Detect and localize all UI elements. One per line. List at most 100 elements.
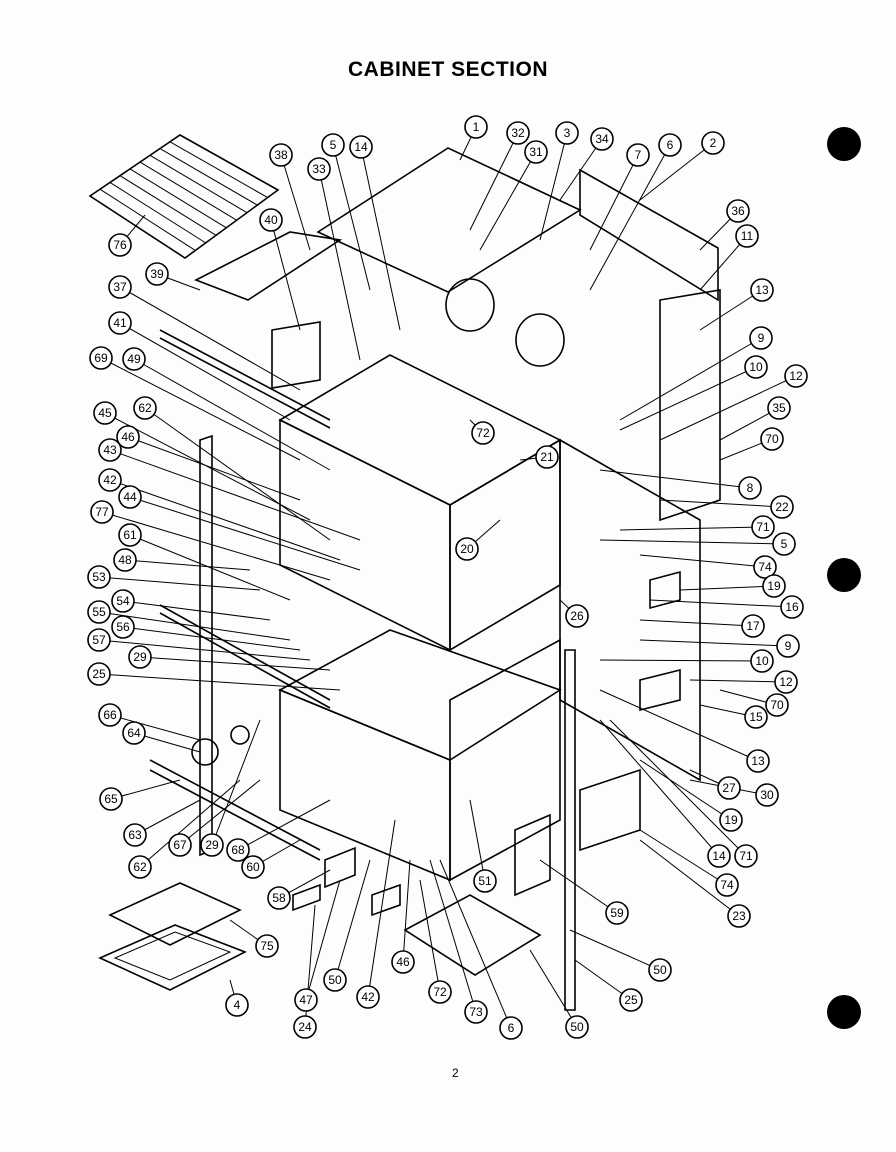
part-number-label: 24 (298, 1020, 312, 1034)
part-callout-24: 24 (293, 1015, 317, 1039)
element-ring (191, 738, 219, 766)
part-number-label: 16 (785, 600, 799, 614)
callout-leader-line (599, 539, 785, 545)
part-callout-30: 30 (755, 783, 779, 807)
part-callout-67: 67 (168, 833, 192, 857)
part-number-label: 19 (724, 813, 738, 827)
front-trim-upper (159, 329, 331, 421)
element-ring-2 (230, 725, 250, 745)
part-callout-32: 32 (506, 121, 530, 145)
part-callout-56: 56 (111, 615, 135, 639)
front-trim-middle-2 (159, 612, 331, 709)
upper-oven-cavity (279, 418, 451, 652)
part-callout-19: 19 (719, 808, 743, 832)
part-callout-47: 47 (294, 988, 318, 1012)
callout-leader-line (539, 132, 568, 241)
part-number-label: 71 (756, 520, 770, 534)
part-callout-9: 9 (749, 326, 773, 350)
part-number-label: 59 (610, 906, 624, 920)
part-number-label: 19 (767, 579, 781, 593)
callout-leader-line (101, 511, 331, 581)
callout-leader-line (98, 576, 261, 591)
part-number-label: 7 (635, 148, 642, 162)
part-callout-6: 6 (658, 133, 682, 157)
part-callout-14: 14 (707, 844, 731, 868)
part-number-label: 56 (116, 620, 130, 634)
callout-leader-line (332, 144, 371, 291)
part-callout-35: 35 (767, 396, 791, 420)
part-callout-48: 48 (113, 548, 137, 572)
part-callout-76: 76 (108, 233, 132, 257)
part-number-label: 51 (478, 874, 492, 888)
part-callout-33: 33 (307, 157, 331, 181)
part-number-label: 66 (103, 708, 117, 722)
part-callout-40: 40 (259, 208, 283, 232)
heat-shield (194, 231, 343, 301)
part-callout-77: 77 (90, 500, 114, 524)
part-number-label: 13 (751, 754, 765, 768)
vertical-channel (564, 649, 576, 1011)
drip-tray (403, 894, 542, 976)
part-number-label: 6 (508, 1021, 515, 1035)
part-number-label: 63 (128, 828, 142, 842)
part-number-label: 6 (667, 138, 674, 152)
oven-rack (88, 134, 280, 259)
part-callout-73: 73 (464, 1000, 488, 1024)
part-number-label: 29 (133, 650, 147, 664)
part-callout-8: 8 (738, 476, 762, 500)
part-number-label: 25 (624, 993, 638, 1007)
broiler-pan (98, 924, 247, 991)
part-number-label: 14 (712, 849, 726, 863)
part-callout-72: 72 (428, 980, 452, 1004)
part-number-label: 44 (123, 490, 137, 504)
callout-leader-line (639, 619, 754, 627)
part-callout-25: 25 (619, 988, 643, 1012)
binder-hole-top (827, 127, 861, 161)
callout-leader-line (699, 235, 748, 291)
part-callout-37: 37 (108, 275, 132, 299)
callout-leader-line (559, 138, 603, 201)
callout-leader-line (109, 714, 201, 741)
part-number-label: 5 (781, 537, 788, 551)
part-callout-55: 55 (87, 600, 111, 624)
callout-leader-line (429, 859, 477, 1013)
part-number-label: 65 (104, 792, 118, 806)
callout-leader-line (127, 436, 301, 501)
top-panel (316, 147, 582, 293)
binder-hole-bottom (827, 995, 861, 1029)
part-number-label: 23 (732, 909, 746, 923)
callout-leader-line (639, 639, 789, 647)
callout-leader-line (659, 499, 783, 508)
part-callout-61: 61 (118, 523, 142, 547)
part-number-label: 35 (772, 401, 786, 415)
part-number-label: 50 (328, 973, 342, 987)
shield-bracket (271, 321, 321, 389)
part-number-label: 20 (460, 542, 474, 556)
part-callout-44: 44 (118, 485, 142, 509)
part-callout-42: 42 (98, 468, 122, 492)
part-callout-20: 20 (455, 537, 479, 561)
part-number-label: 40 (264, 213, 278, 227)
binder-hole-middle (827, 558, 861, 592)
callout-leader-line (129, 496, 361, 571)
callout-leader-line (529, 949, 578, 1028)
callout-leader-line (639, 759, 732, 821)
part-callout-25: 25 (87, 662, 111, 686)
part-callout-42: 42 (356, 985, 380, 1009)
callout-leader-line (367, 819, 396, 998)
part-callout-31: 31 (524, 140, 548, 164)
part-number-label: 22 (775, 500, 789, 514)
part-number-label: 64 (127, 726, 141, 740)
access-panel (514, 813, 551, 897)
callout-leader-line (124, 559, 251, 571)
part-callout-14: 14 (349, 135, 373, 159)
callout-leader-line (129, 534, 291, 601)
part-callout-43: 43 (98, 438, 122, 462)
fan-opening-right (515, 313, 565, 367)
part-number-label: 32 (511, 126, 525, 140)
callout-leader-line (134, 799, 201, 836)
part-number-label: 62 (133, 860, 147, 874)
bracket-58 (324, 846, 356, 889)
part-callout-36: 36 (726, 199, 750, 223)
